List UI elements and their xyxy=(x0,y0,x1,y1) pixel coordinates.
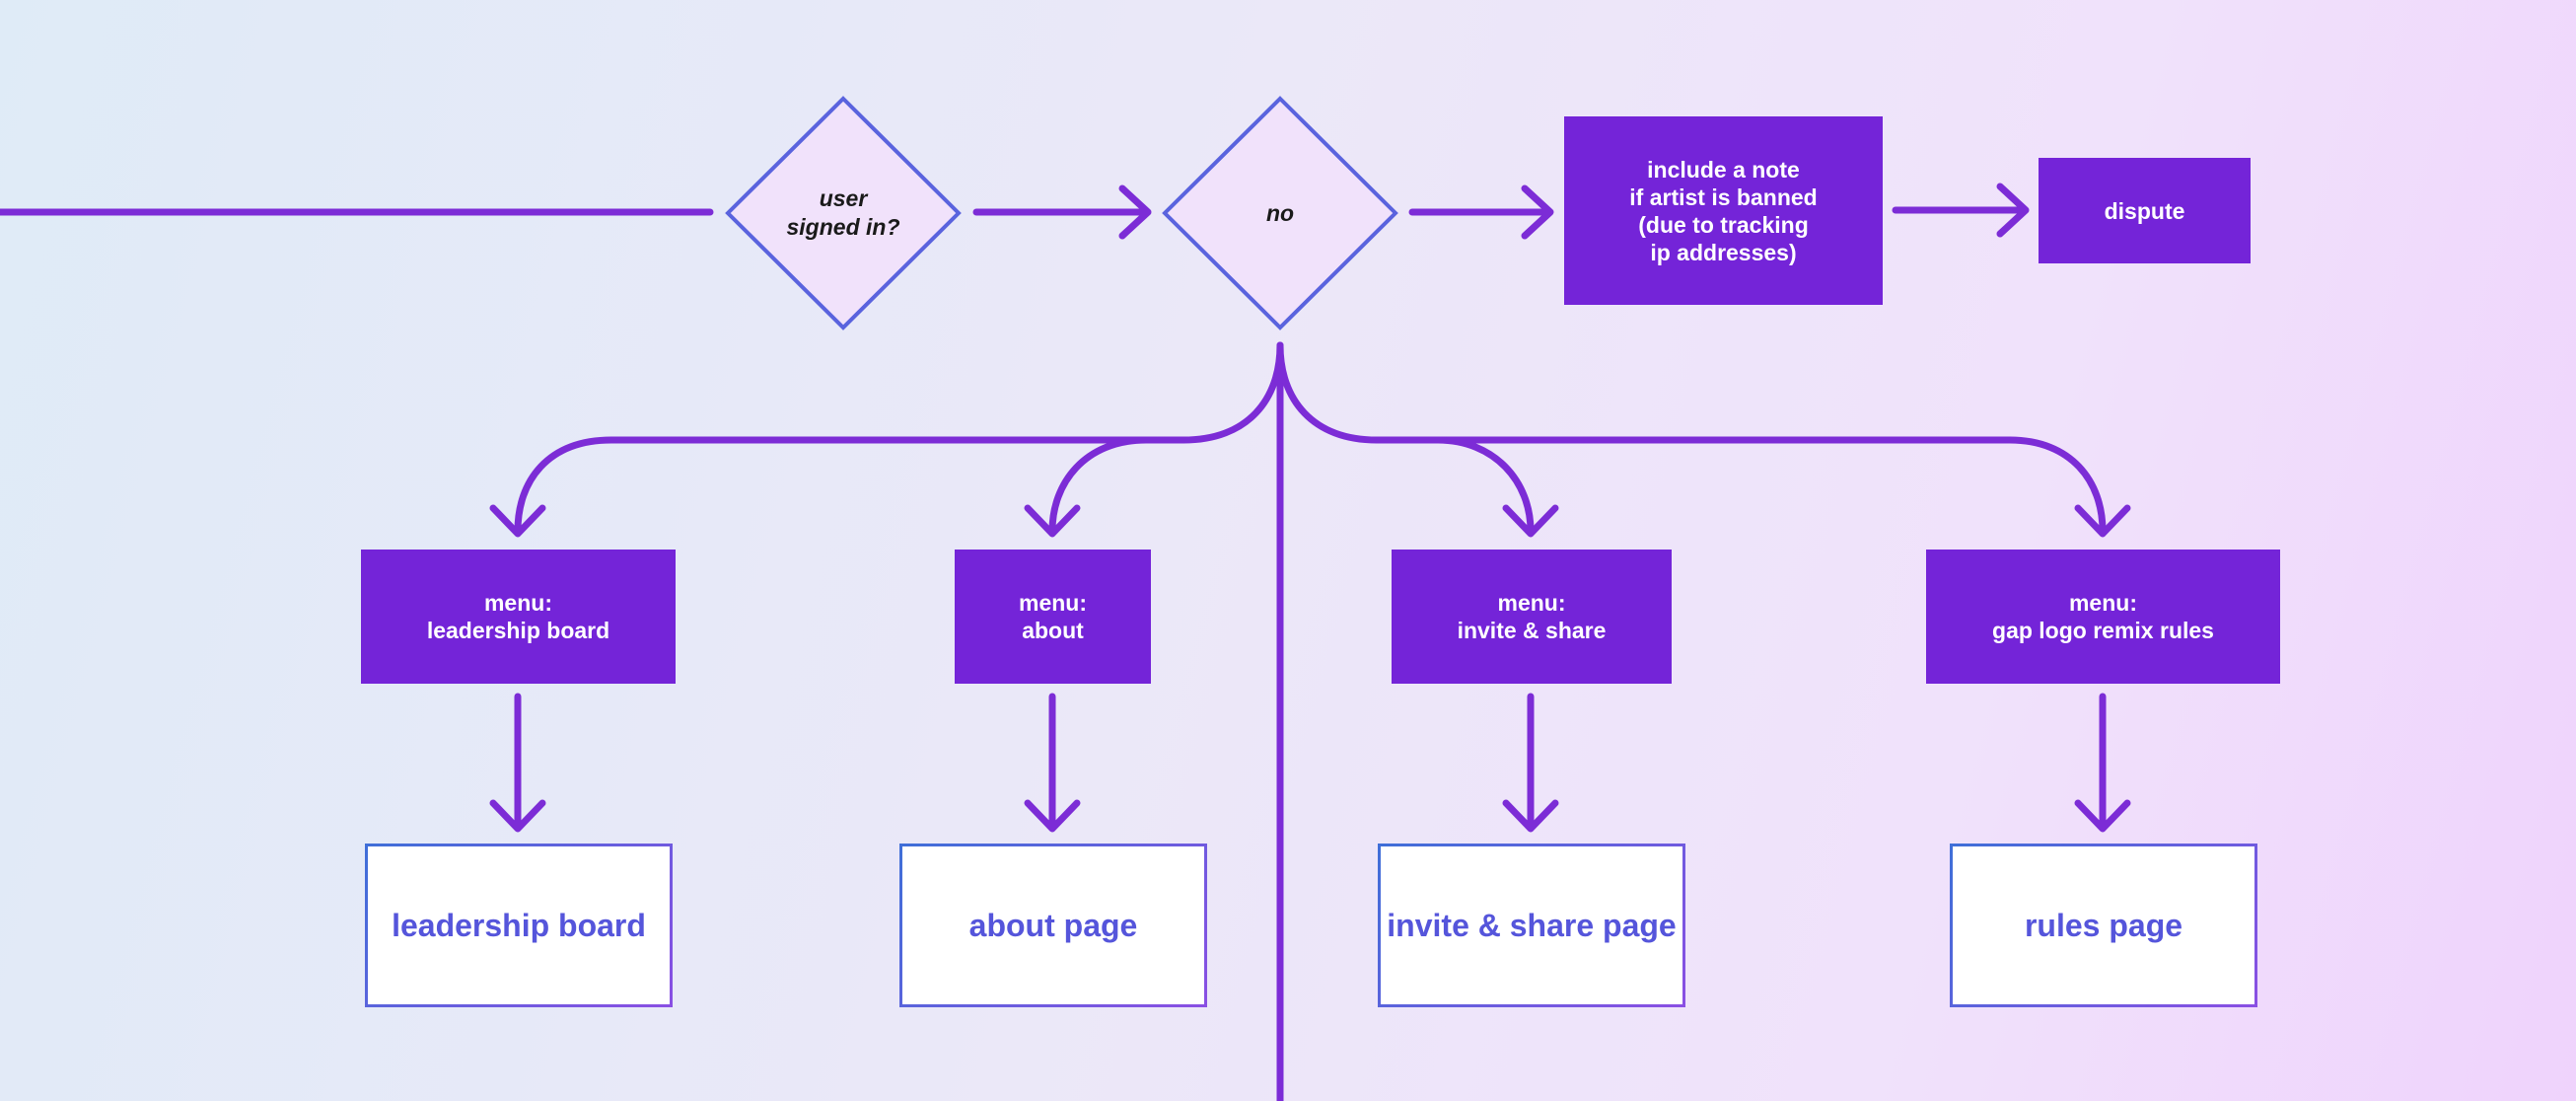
arrowhead-to-no xyxy=(1118,184,1152,240)
connector-branch-right xyxy=(1276,341,2107,535)
menu-invite-share: menu: invite & share xyxy=(1392,550,1672,684)
page-about-label: about page xyxy=(968,907,1138,943)
decision-no-label: no xyxy=(1265,199,1295,226)
page-rules: rules page xyxy=(1950,844,2257,1007)
decision-diamond-signed-in xyxy=(725,96,962,330)
decision-signed-in-label: user signed in? xyxy=(786,185,900,240)
menu-about: menu: about xyxy=(955,550,1151,684)
page-invite-share: invite & share page xyxy=(1378,844,1685,1007)
arrowhead-to-page-invite xyxy=(1502,799,1559,833)
arrowhead-to-menu-rules xyxy=(2074,504,2131,538)
arrowhead-to-menu-invite xyxy=(1502,504,1559,538)
connector-branch-left xyxy=(514,341,1284,535)
arrowhead-to-page-rules xyxy=(2074,799,2131,833)
arrowhead-to-menu-about xyxy=(1024,504,1081,538)
arrowhead-to-menu-leadership xyxy=(489,504,546,538)
menu-gap-logo-remix-rules: menu: gap logo remix rules xyxy=(1926,550,2280,684)
connector-branch-about xyxy=(1048,436,1150,535)
arrowhead-to-dispute xyxy=(1996,183,2030,238)
arrowhead-to-page-leadership xyxy=(489,799,546,833)
page-invite-share-label: invite & share page xyxy=(1387,907,1677,943)
page-rules-label: rules page xyxy=(2024,907,2183,943)
page-leadership-board-label: leadership board xyxy=(392,907,646,943)
menu-leadership-board: menu: leadership board xyxy=(361,550,676,684)
decision-diamond-no xyxy=(1162,96,1398,330)
page-leadership-board: leadership board xyxy=(365,844,673,1007)
arrowhead-to-page-about xyxy=(1024,799,1081,833)
dispute-box: dispute xyxy=(2039,158,2251,263)
connector-branch-invite xyxy=(1434,436,1535,535)
page-about: about page xyxy=(899,844,1207,1007)
arrowhead-to-note xyxy=(1521,184,1554,240)
note-box: include a note if artist is banned (due … xyxy=(1564,116,1883,305)
